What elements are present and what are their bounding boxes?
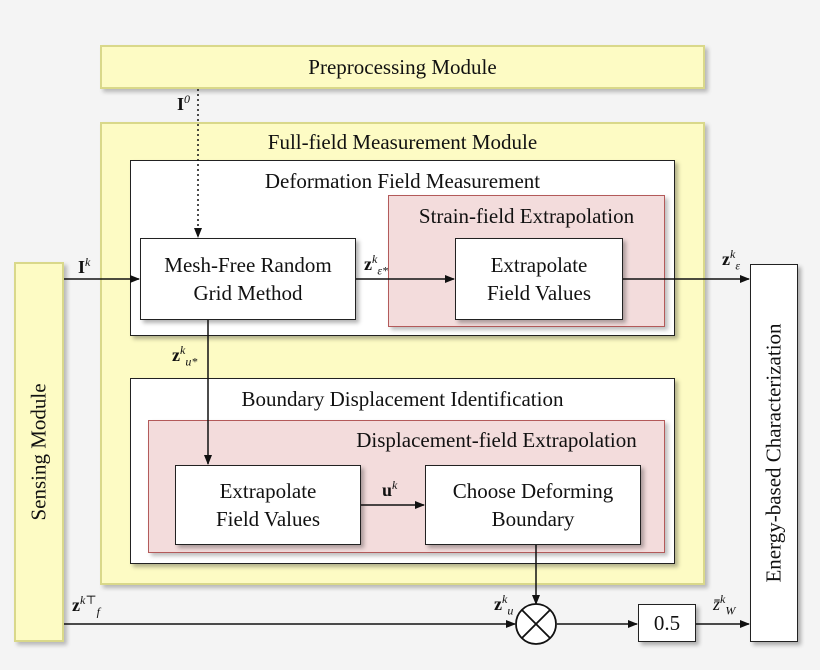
sensing-module: Sensing Module (14, 262, 64, 642)
full-field-measurement-module-title: Full-field Measurement Module (267, 130, 538, 154)
gain-value: 0.5 (653, 611, 681, 635)
signal-zeps-star: zkε* (364, 252, 389, 278)
mesh-free-line2: Grid Method (193, 281, 303, 305)
boundary-displacement-identification-title: Boundary Displacement Identification (241, 387, 564, 411)
signal-i0: I0 (177, 92, 191, 114)
extrap-strain-line1: Extrapolate (490, 253, 588, 277)
extrap-disp-line1: Extrapolate (219, 479, 317, 503)
extrap-disp-line2: Field Values (215, 507, 321, 531)
signal-zf: zk⊤f (72, 593, 100, 619)
extrap-strain-line2: Field Values (486, 281, 592, 305)
strain-field-extrapolation-title: Strain-field Extrapolation (418, 204, 635, 228)
signal-zu: zku (494, 592, 514, 618)
choose-deforming-boundary-block: Choose Deforming Boundary (425, 465, 641, 545)
deformation-field-measurement-title: Deformation Field Measurement (264, 169, 541, 193)
signal-zw: z̄kW (713, 592, 736, 618)
choose-line2: Boundary (491, 507, 575, 531)
gain-block: 0.5 (638, 604, 696, 642)
signal-zu-star: zku* (172, 343, 198, 369)
signal-uk: uk (382, 478, 398, 500)
signal-ik: Ik (78, 255, 91, 277)
preprocessing-module-label: Preprocessing Module (308, 55, 497, 79)
extrapolate-strain-field-values-block: Extrapolate Field Values (455, 238, 623, 320)
extrapolate-displacement-field-values-block: Extrapolate Field Values (175, 465, 361, 545)
signal-zeps: zkε (722, 247, 741, 273)
mesh-free-random-grid-method-block: Mesh-Free Random Grid Method (140, 238, 356, 320)
choose-line1: Choose Deforming (452, 479, 614, 503)
preprocessing-module: Preprocessing Module (100, 45, 705, 89)
energy-based-characterization-block: Energy-based Characterization (750, 264, 798, 642)
mesh-free-line1: Mesh-Free Random (164, 253, 332, 277)
displacement-field-extrapolation-title: Displacement-field Extrapolation (356, 428, 637, 452)
multiplier-node (515, 603, 557, 645)
